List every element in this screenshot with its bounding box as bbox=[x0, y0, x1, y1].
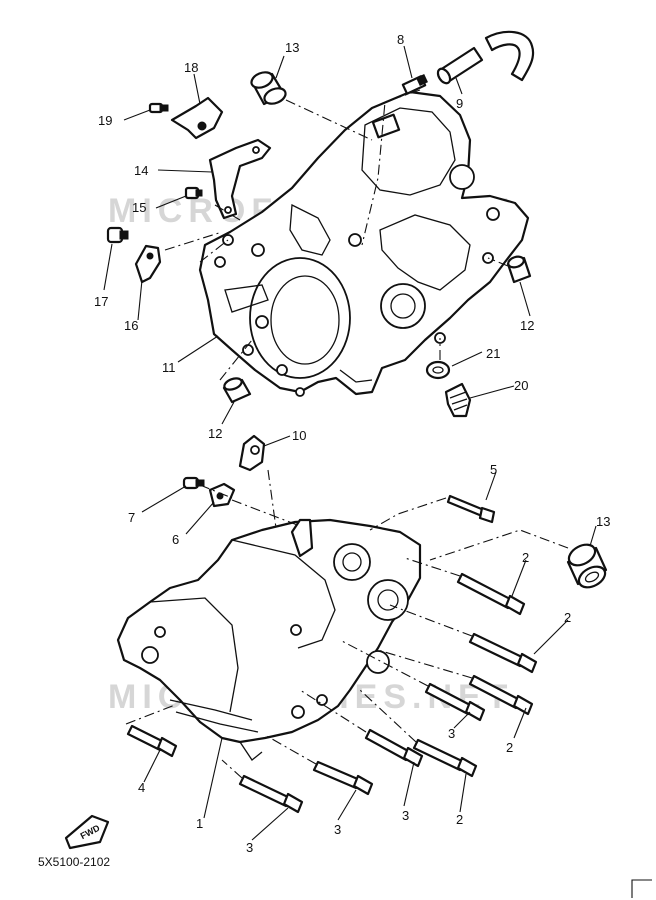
callout-6: 6 bbox=[172, 532, 179, 547]
bracket-18 bbox=[170, 96, 224, 140]
hose-9 bbox=[436, 30, 535, 85]
callout-13-upper: 13 bbox=[285, 40, 299, 55]
callout-10: 10 bbox=[292, 428, 306, 443]
callout-15: 15 bbox=[132, 200, 146, 215]
callout-19: 19 bbox=[98, 113, 112, 128]
callout-14: 14 bbox=[134, 163, 148, 178]
screw-19 bbox=[148, 102, 169, 114]
bolt-3b bbox=[364, 728, 424, 768]
plug-20 bbox=[444, 382, 472, 418]
screw-15 bbox=[184, 186, 203, 200]
dowel-12-lower bbox=[222, 377, 252, 404]
clamp-10 bbox=[238, 434, 266, 472]
callout-2-right: 2 bbox=[564, 610, 571, 625]
bolt-3c bbox=[312, 760, 374, 796]
dowel-12-upper bbox=[506, 255, 532, 284]
bolt-4 bbox=[126, 724, 178, 758]
guide-14 bbox=[208, 138, 272, 220]
bolt-5 bbox=[446, 494, 496, 524]
bolt-2c bbox=[468, 674, 534, 716]
callout-20: 20 bbox=[514, 378, 528, 393]
bushing-13-lower bbox=[566, 543, 608, 589]
callout-18: 18 bbox=[184, 60, 198, 75]
washer-21 bbox=[425, 360, 451, 380]
callout-13-lower: 13 bbox=[596, 514, 610, 529]
corner-mark bbox=[631, 879, 652, 898]
bearing-housing bbox=[380, 283, 426, 329]
callout-numbers: 13 8 9 18 19 14 15 17 16 11 12 21 20 12 … bbox=[94, 32, 610, 855]
callout-11: 11 bbox=[162, 360, 176, 375]
assembly-lines bbox=[125, 89, 569, 779]
callout-16: 16 bbox=[124, 318, 138, 333]
callout-9: 9 bbox=[456, 96, 463, 111]
bushing-13-upper bbox=[250, 71, 287, 106]
callout-3-lower: 3 bbox=[334, 822, 341, 837]
bolt-17 bbox=[106, 226, 129, 244]
callout-2-bottom: 2 bbox=[456, 812, 463, 827]
callout-3-bottom: 3 bbox=[246, 840, 253, 855]
bolt-2a bbox=[456, 572, 526, 616]
diagram-code: 5X5100-2102 bbox=[38, 855, 110, 869]
clip-16 bbox=[134, 244, 162, 284]
screw-7 bbox=[182, 476, 205, 490]
fwd-arrow: FWD bbox=[64, 814, 110, 850]
callout-8: 8 bbox=[397, 32, 404, 47]
upper-crankcase bbox=[198, 90, 530, 397]
callout-3-center: 3 bbox=[402, 808, 409, 823]
callout-1: 1 bbox=[196, 816, 203, 831]
callout-4: 4 bbox=[138, 780, 145, 795]
callout-5: 5 bbox=[490, 462, 497, 477]
callout-2-top: 2 bbox=[522, 550, 529, 565]
leader-lines bbox=[103, 45, 597, 841]
callout-12-upper: 12 bbox=[520, 318, 534, 333]
lower-bearing-housing bbox=[333, 543, 371, 581]
callout-17: 17 bbox=[94, 294, 108, 309]
callout-7: 7 bbox=[128, 510, 135, 525]
bolt-2d bbox=[412, 738, 478, 778]
callout-12-lower: 12 bbox=[208, 426, 222, 441]
fitting-8 bbox=[401, 74, 428, 95]
callout-2-mid: 2 bbox=[506, 740, 513, 755]
crank-bore bbox=[249, 257, 351, 379]
lower-crankcase bbox=[116, 518, 422, 761]
bolt-3d bbox=[238, 774, 304, 814]
callout-21: 21 bbox=[486, 346, 500, 361]
bolt-2b bbox=[468, 632, 538, 674]
callout-3-mid: 3 bbox=[448, 726, 455, 741]
